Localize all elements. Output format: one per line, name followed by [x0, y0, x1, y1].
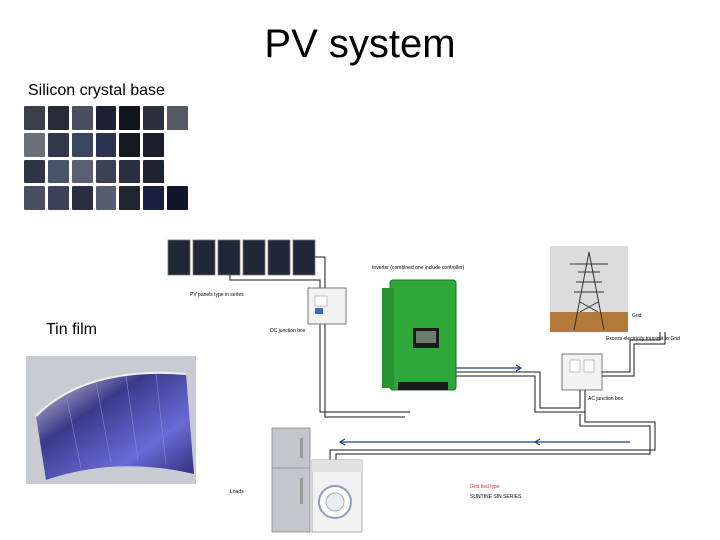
silicon-cell: [24, 132, 45, 157]
silicon-cell: [119, 159, 141, 184]
silicon-cell: [143, 132, 165, 157]
inverter-caption: Inverter (combined one include controlle…: [372, 265, 465, 271]
silicon-cell: [143, 159, 165, 184]
silicon-cell: [167, 106, 188, 130]
silicon-cell: [71, 159, 93, 184]
pv-panel: [167, 239, 191, 276]
silicon-cell: [47, 106, 69, 130]
silicon-cell: [47, 186, 69, 210]
pv-panel: [192, 239, 216, 276]
silicon-cell: [71, 132, 93, 157]
pv-panel: [217, 239, 241, 276]
silicon-cell: [167, 159, 188, 184]
silicon-cell: [143, 186, 165, 210]
silicon-cell: [95, 186, 117, 210]
silicon-crystal-label: Silicon crystal base: [28, 82, 165, 99]
silicon-cell: [71, 186, 93, 210]
page-title: PV system: [264, 22, 456, 66]
silicon-cell: [119, 106, 141, 130]
thin-film-panel: [26, 356, 196, 484]
panels-caption: PV panels type in series: [190, 292, 244, 298]
pv-system-diagram: PV panels type in series DC junction box…: [167, 239, 680, 533]
silicon-cell: [24, 186, 45, 210]
pv-panels: [167, 239, 316, 276]
silicon-cell: [47, 132, 69, 157]
silicon-cell: [143, 106, 165, 130]
silicon-cell: [95, 106, 117, 130]
ac-junction-box: [561, 353, 603, 391]
silicon-cell: [95, 159, 117, 184]
silicon-cell: [167, 186, 188, 210]
silicon-cell: [47, 159, 69, 184]
silicon-cell-samples: [24, 106, 188, 210]
silicon-cell: [24, 159, 45, 184]
dc-box-caption: DC junction box: [270, 328, 306, 334]
tin-film-label: Tin film: [46, 321, 97, 338]
silicon-cell: [71, 106, 93, 130]
series-caption: SUNTINE SIN SERIES: [470, 494, 522, 500]
silicon-cell: [167, 132, 188, 157]
pv-panel: [242, 239, 266, 276]
silicon-cell: [119, 186, 141, 210]
pylon-icon: [570, 251, 608, 331]
pv-panel: [267, 239, 291, 276]
ac-box-caption: AC junction box: [588, 396, 624, 402]
pv-panel: [292, 239, 316, 276]
silicon-cell: [95, 132, 117, 157]
silicon-cell: [24, 106, 45, 130]
silicon-cell: [119, 132, 141, 157]
grid-caption: Grid: [632, 313, 642, 319]
refrigerator: [271, 427, 311, 533]
grid-tied-caption: Grid tied type: [470, 484, 500, 490]
excess-caption: Excess electricity transmit to Grid: [606, 336, 680, 342]
loads-caption: Loads: [230, 489, 244, 495]
